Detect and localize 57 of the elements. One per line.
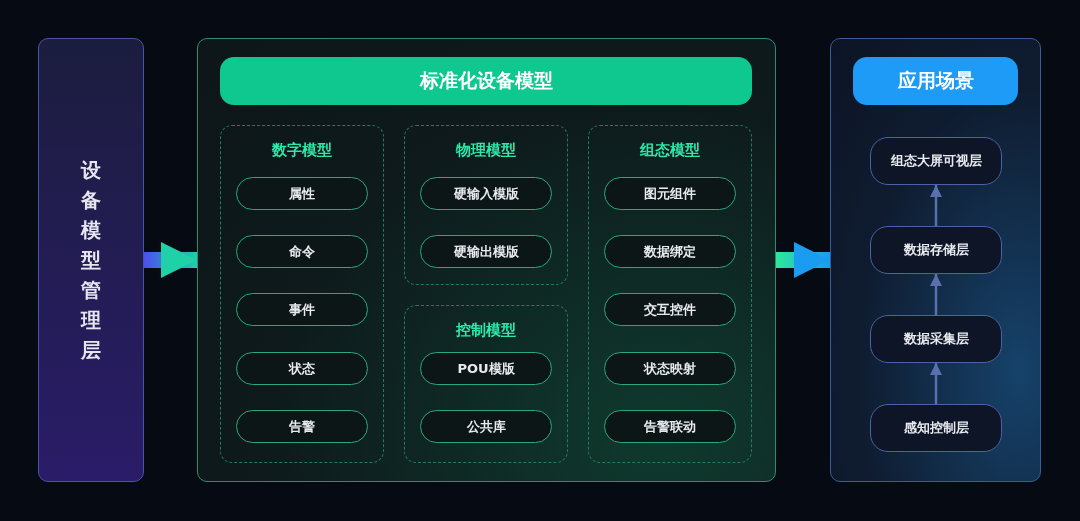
group-title: 控制模型 (455, 321, 517, 340)
layer-label: 感知控制层 (903, 419, 969, 437)
model-item (420, 410, 552, 443)
model-item (420, 177, 552, 210)
arrow (930, 185, 942, 226)
model-item (604, 177, 736, 210)
group-title: 数字模型 (271, 141, 333, 160)
model-item (236, 410, 368, 443)
model-item (604, 410, 736, 443)
layer-label: 数据采集层 (903, 330, 969, 348)
group-frame (404, 305, 568, 463)
layer-label: 数据存储层 (903, 241, 969, 259)
model-item (236, 177, 368, 210)
header-pill (220, 57, 752, 105)
vertical-label: 设备模型管理层 (81, 157, 101, 364)
panel (38, 38, 144, 482)
item-label: 交互控件 (644, 300, 696, 319)
layer-label: 组态大屏可视层 (890, 152, 982, 170)
model-item (236, 235, 368, 268)
item-label: 硬输入模版 (453, 184, 519, 203)
item-label: 命令 (289, 242, 315, 261)
item-label: 事件 (289, 300, 315, 319)
panel (197, 38, 776, 482)
header-text: 应用场景 (897, 68, 974, 93)
model-item (420, 235, 552, 268)
layer-box (870, 315, 1002, 363)
model-item (236, 352, 368, 385)
item-label: 状态 (289, 359, 315, 378)
header-pill (853, 57, 1018, 105)
model-item (604, 293, 736, 326)
arrow (930, 363, 942, 404)
group-frame (404, 125, 568, 285)
header-text: 标准化设备模型 (419, 68, 553, 93)
item-label: 图元组件 (644, 184, 696, 203)
group-title: 组态模型 (639, 141, 701, 160)
panel (830, 38, 1041, 482)
model-item (236, 293, 368, 326)
layer-box (870, 137, 1002, 185)
layer-box (870, 226, 1002, 274)
item-label: POU模版 (457, 359, 515, 378)
arrow (930, 274, 942, 315)
item-label: 状态映射 (644, 359, 696, 378)
group-frame (220, 125, 384, 463)
item-label: 属性 (289, 184, 315, 203)
item-label: 硬输出模版 (453, 242, 519, 261)
item-label: 告警联动 (644, 417, 696, 436)
item-label: 数据绑定 (644, 242, 696, 261)
item-label: 公共库 (466, 417, 506, 436)
group-frame (588, 125, 752, 463)
block-arrow (776, 242, 830, 278)
group-title: 物理模型 (454, 141, 517, 160)
model-item (604, 352, 736, 385)
layer-box (870, 404, 1002, 452)
model-item (420, 352, 552, 385)
block-arrow (144, 242, 197, 278)
model-item (604, 235, 736, 268)
item-label: 告警 (289, 417, 315, 436)
